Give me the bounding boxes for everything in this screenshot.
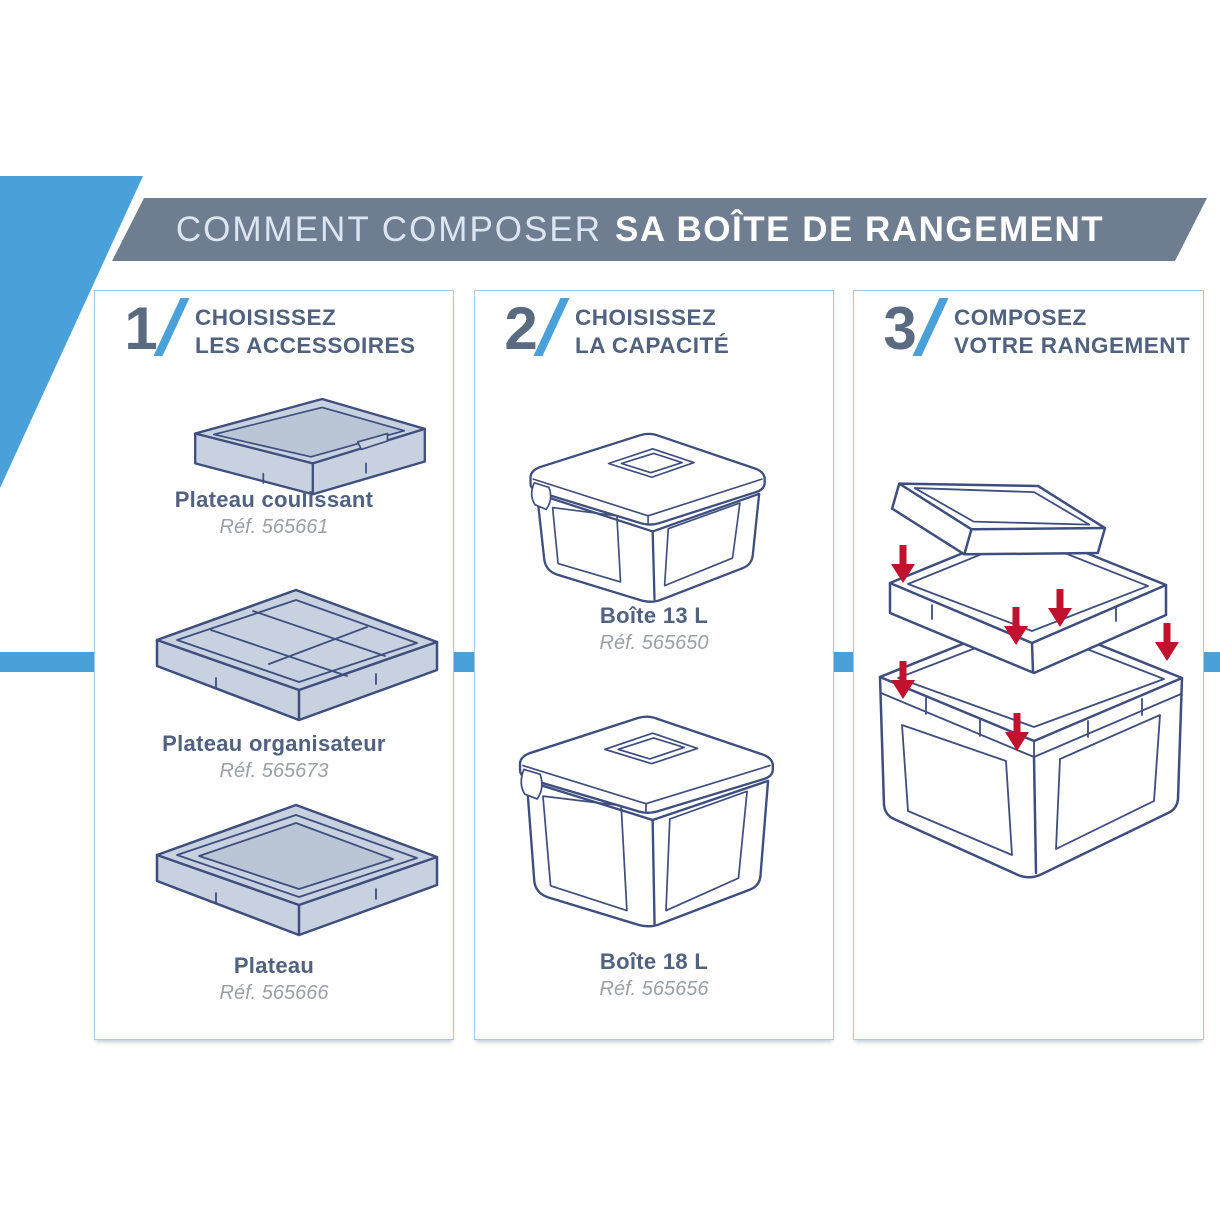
product-name: Plateau organisateur: [162, 731, 386, 756]
figure-caption: Plateau Réf. 565666: [95, 953, 453, 1005]
tray-illustration: [155, 803, 439, 937]
exploded-assembly-illustration: [878, 482, 1184, 879]
step-number: 1: [124, 295, 158, 362]
figure-caption: Boîte 18 L Réf. 565656: [475, 949, 833, 1001]
step-number: 2: [504, 295, 538, 362]
panel-capacity: 2 CHOISISSEZ LA CAPACITÉ Boîte 13 L Réf.…: [474, 290, 834, 1040]
product-name: Boîte 18 L: [599, 949, 709, 974]
figure-caption: Plateau coulissant Réf. 565661: [95, 487, 453, 539]
panel-accessories-header: 1 CHOISISSEZ LES ACCESSOIRES: [95, 291, 453, 377]
product-ref: Réf. 565650: [599, 632, 709, 654]
down-arrow-icon: [1155, 623, 1179, 661]
product-ref: Réf. 565673: [219, 760, 329, 782]
step-number: 3: [883, 295, 917, 362]
panel-compose: 3 COMPOSEZ VOTRE RANGEMENT: [853, 290, 1204, 1040]
banner-title-regular: COMMENT COMPOSER: [175, 209, 602, 249]
panel-heading: CHOISISSEZ LA CAPACITÉ: [575, 305, 730, 359]
panel-capacity-header: 2 CHOISISSEZ LA CAPACITÉ: [475, 291, 833, 377]
box-18l-illustration: [518, 715, 775, 928]
figure-caption: Plateau organisateur Réf. 565673: [95, 731, 453, 783]
sliding-tray-layer: [890, 482, 1107, 556]
product-name: Plateau coulissant: [174, 487, 374, 512]
product-name: Boîte 13 L: [599, 603, 709, 628]
organizer-tray-illustration: [155, 588, 439, 722]
figure-caption: Boîte 13 L Réf. 565650: [475, 603, 833, 655]
product-ref: Réf. 565656: [599, 978, 709, 1000]
product-name: Plateau: [233, 953, 315, 978]
panel-heading: CHOISISSEZ LES ACCESSOIRES: [195, 305, 416, 359]
sliding-tray-illustration: [194, 397, 426, 496]
panel-compose-header: 3 COMPOSEZ VOTRE RANGEMENT: [854, 291, 1203, 377]
product-ref: Réf. 565661: [219, 516, 329, 538]
panel-accessories: 1 CHOISISSEZ LES ACCESSOIRES Plateau cou…: [94, 290, 454, 1040]
storage-box-open: [878, 615, 1184, 879]
title-banner: COMMENT COMPOSER SA BOÎTE DE RANGEMENT: [112, 198, 1207, 261]
product-ref: Réf. 565666: [219, 982, 329, 1004]
banner-title-bold: SA BOÎTE DE RANGEMENT: [614, 209, 1105, 249]
panel-heading: COMPOSEZ VOTRE RANGEMENT: [954, 305, 1191, 359]
box-13l-illustration: [529, 432, 766, 603]
